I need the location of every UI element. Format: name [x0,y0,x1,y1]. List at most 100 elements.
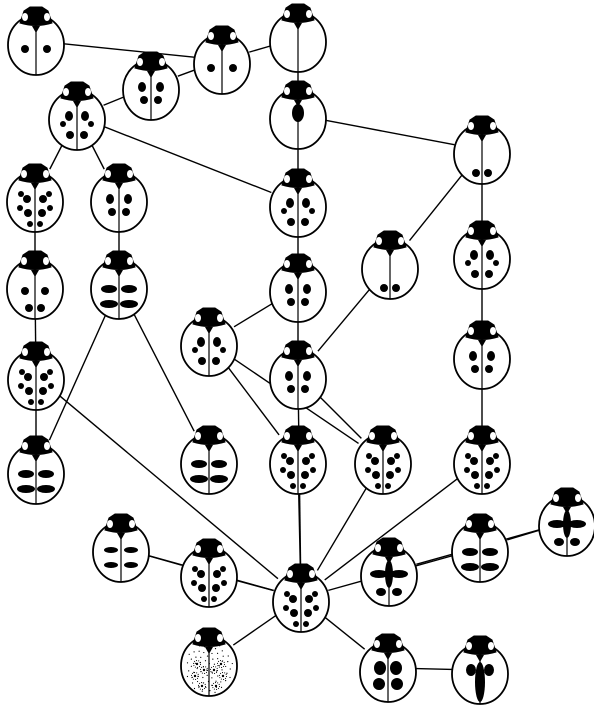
edge-n25-n27 [148,555,182,566]
elytral-spot [124,547,138,553]
ladybird-node-n32 [359,633,417,703]
stipple-dot [219,645,221,647]
pronotum-mark [284,10,290,18]
pronotum-mark [22,13,28,21]
elytral-spot [197,337,205,347]
pronotum-mark [376,237,382,245]
pronotum-mark [391,432,397,440]
pronotum-mark [159,58,165,66]
rosette-core [195,662,199,666]
elytral-spot [395,467,401,473]
pronotum-mark [63,88,69,96]
elytral-spot [365,467,371,473]
pronotum [281,80,315,100]
pronotum-mark [397,544,403,552]
elytral-spot [290,609,298,617]
elytral-spot [287,298,295,306]
pronotum-mark [309,570,315,578]
elytral-spot [21,45,29,53]
ladybird-node-n33 [451,635,509,705]
elytral-spot [286,198,294,208]
scutellum [294,360,302,367]
stipple-dot [200,656,202,658]
edge-n14-n26 [58,394,279,580]
stipple-dot [190,665,192,667]
stipple-dot [211,644,213,646]
pronotum [373,230,407,250]
elytral-spot [210,475,228,483]
stipple-dot [214,691,216,693]
elytral-spot [207,64,215,72]
pronotum-mark [488,642,494,650]
scutellum [32,361,40,368]
pronotum-mark [575,494,581,502]
elytral-spot [486,250,494,260]
elytral-spot [190,475,208,483]
elytral-spot [465,260,471,266]
pronotum [102,250,136,270]
ladybird-node-n29 [538,487,594,557]
rosette-core [212,668,216,672]
scutellum [205,445,213,452]
ladybird-node-n23 [453,320,511,390]
pronotum [371,633,405,653]
ladybird-node-n5 [48,81,106,151]
elytral-spot [474,483,480,489]
elytral-spot [372,471,380,479]
rosette-core [202,668,206,672]
elytral-spot [104,562,118,568]
pronotum [465,220,499,240]
stipple-dot [194,662,196,664]
stipple-dot [218,664,220,667]
stipple-dot [211,652,213,655]
pronotum-mark [490,122,496,130]
elytral-spot [387,457,395,465]
pronotum [465,115,499,135]
edge-n21-n26 [298,493,301,565]
pronotum-mark [137,58,143,66]
edge-n5-n9 [49,144,63,170]
ladybird-node-n4 [122,51,180,121]
rosette-ring [193,660,201,668]
elytral-spot [46,191,52,197]
elytral-spot [465,453,471,459]
elytral-spot [198,584,206,592]
scutellum [147,71,155,78]
scutellum [73,101,81,108]
pronotum-mark [284,347,290,355]
pronotum [205,25,239,45]
stipple-dot [214,648,217,650]
elytral-spot [81,111,89,121]
elytral-spot [122,208,130,216]
elytral-spot [484,483,490,489]
elytral-spot [213,570,221,578]
elytral-spot [43,45,51,53]
elytral-spot [24,373,32,381]
elytral-spot [472,169,480,177]
pronotum [192,538,226,558]
scutellum [478,340,486,347]
elytral-spot [470,250,478,260]
pronotum-mark [369,432,375,440]
stipple-dot [190,658,192,660]
rosette-spot [219,672,227,680]
elytral-spot [80,131,88,139]
scutellum [32,26,40,33]
pronotum-mark [284,260,290,268]
elytral-spot [40,373,48,381]
elytral-spot [303,371,311,381]
stipple-dot [205,686,207,688]
pronotum-mark [466,642,472,650]
ladybird-node-n13 [90,250,148,320]
stipple-dot [198,650,200,652]
ladybird-node-n11 [6,250,64,320]
elytral-spot [310,467,316,473]
elytral-spot [486,457,494,465]
elytral-spot [281,453,287,459]
elytral-spot [19,369,25,375]
elytral-spot [392,588,402,596]
pronotum [60,81,94,101]
pronotum-mark [129,520,135,528]
elytral-spot [481,563,499,571]
